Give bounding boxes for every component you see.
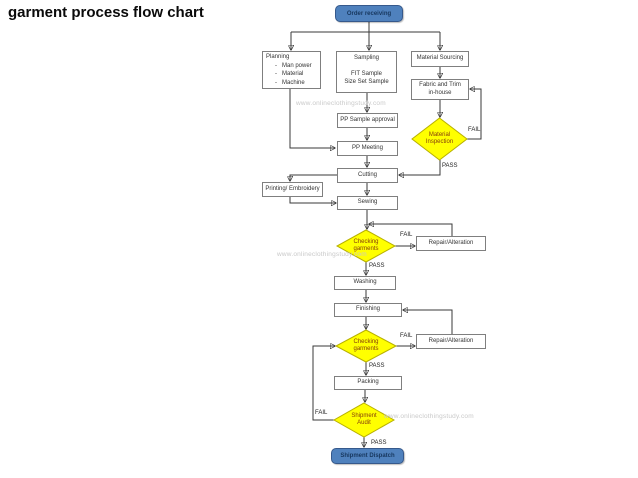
planning-title: Planning [266, 54, 290, 60]
watermark: www.onlineclothingstudy.com [296, 100, 386, 107]
decision-shipment-audit: Shipment Audit [334, 403, 394, 437]
node-order-receiving: Order receiving [335, 5, 403, 22]
bullet-dash: - [275, 71, 277, 78]
edge-label-pass-checking1: PASS [369, 263, 385, 269]
edge-planning-ppmeeting [289, 89, 335, 148]
edge-label-fail-checking1: FAIL [400, 232, 413, 238]
node-cutting: Cutting [337, 168, 398, 183]
planning-item: - Material [266, 71, 317, 78]
decision-label: Material Inspection [425, 131, 454, 146]
edge-label-pass-audit: PASS [371, 440, 387, 446]
decision-checking-garments-1: Checking garments [337, 230, 395, 262]
planning-item-label: Man power [282, 62, 312, 69]
node-washing: Washing [334, 276, 396, 290]
node-sewing: Sewing [337, 196, 398, 210]
watermark: www.onlineclothingstudy.com [277, 251, 367, 258]
edge-repair2-return [403, 310, 453, 334]
page-title: garment process flow chart [8, 4, 204, 21]
decision-material-inspection: Material Inspection [412, 118, 467, 160]
node-pp-sample-approval: PP Sample approval [337, 113, 398, 128]
edge-label-pass-inspection: PASS [442, 163, 458, 169]
diamond-shape [337, 230, 395, 262]
edge-audit-fail-loop [312, 346, 335, 421]
planning-item: - Man power [266, 63, 317, 70]
node-printing-embroidery: Printing/ Embroidery [262, 182, 323, 197]
sampling-title: Sampling [353, 55, 379, 61]
decision-label: Checking garments [353, 238, 379, 253]
node-packing: Packing [334, 376, 402, 390]
planning-item-label: Material [282, 71, 304, 78]
decision-checking-garments-2: Checking garments [336, 330, 396, 362]
planning-item: - Machine [266, 80, 317, 87]
node-material-sourcing: Material Sourcing [411, 51, 469, 67]
sampling-line: FIT Sample [351, 71, 382, 78]
node-finishing: Finishing [334, 303, 402, 317]
edge-inspection-pass-cutting [399, 160, 441, 175]
node-repair-alteration-2: Repair/Alteration [416, 334, 486, 349]
node-repair-alteration-1: Repair/Alteration [416, 236, 486, 251]
edge-printing-sewing [289, 197, 336, 203]
edge-label-fail-audit: FAIL [315, 410, 328, 416]
edge-cutting-printing [290, 174, 337, 181]
diamond-shape [412, 118, 467, 160]
node-fabric-trim-in-house: Fabric and Trim in-house [411, 79, 469, 100]
watermark: www.onlineclothingstudy.com [384, 413, 474, 420]
node-sampling: Sampling FIT Sample Size Set Sample [336, 51, 397, 93]
node-planning: Planning - Man power - Material - Machin… [262, 51, 321, 89]
diamond-shape [336, 330, 396, 362]
edge-label-fail-inspection: FAIL [468, 127, 481, 133]
bullet-dash: - [275, 80, 277, 87]
edge-label-pass-checking2: PASS [369, 363, 385, 369]
edge-label-fail-checking2: FAIL [400, 333, 413, 339]
planning-item-label: Machine [282, 80, 305, 87]
diamond-shape [334, 403, 394, 437]
decision-label: Checking garments [353, 338, 379, 353]
node-shipment-dispatch: Shipment Dispatch [331, 448, 404, 464]
sampling-line: Size Set Sample [344, 79, 389, 86]
bullet-dash: - [275, 62, 277, 69]
decision-label: Shipment Audit [351, 412, 377, 427]
node-pp-meeting: PP Meeting [337, 141, 398, 156]
